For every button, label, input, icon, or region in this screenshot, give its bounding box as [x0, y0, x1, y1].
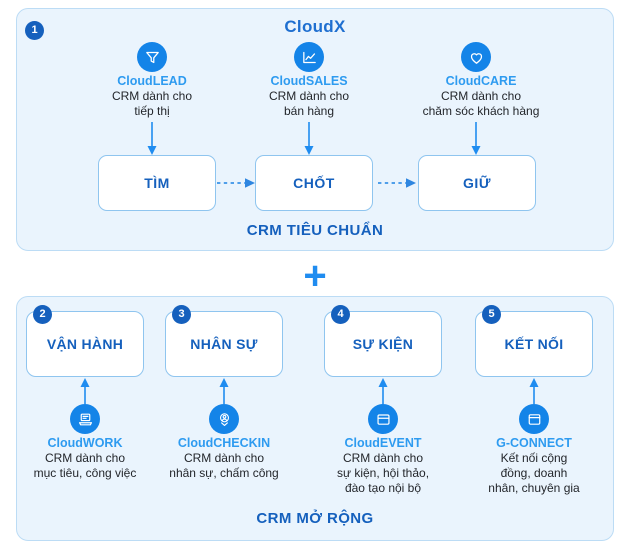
extended-section-footer: CRM MỞ RỘNG — [256, 510, 374, 527]
standard-section-footer: CRM TIÊU CHUẨN — [246, 222, 384, 239]
arrow-up-cloudwork — [80, 378, 90, 404]
module-card-ket-noi[interactable]: KẾT NỐI — [475, 311, 593, 377]
product-name: CloudSALES — [270, 74, 348, 88]
laptop-icon — [70, 404, 100, 434]
module-badge-4: 4 — [331, 305, 350, 324]
product-desc-line: bán hàng — [283, 104, 335, 118]
product-cloudlead: CloudLEAD CRM dành cho tiếp thị — [72, 74, 232, 119]
plus-connector: + — [303, 254, 327, 298]
location-person-icon — [209, 404, 239, 434]
arrow-down-cloudsales — [304, 122, 314, 155]
product-cloudwork: CloudWORK CRM dành cho mục tiêu, công vi… — [5, 436, 165, 481]
product-cloudevent: CloudEVENT CRM dành cho sự kiện, hội thả… — [303, 436, 463, 496]
product-desc-line: đồng, doanh — [500, 466, 568, 480]
product-desc-line: chăm sóc khách hàng — [422, 104, 540, 118]
window-icon — [519, 404, 549, 434]
product-cloudsales: CloudSALES CRM dành cho bán hàng — [229, 74, 389, 119]
product-desc-line: đào tạo nội bộ — [344, 481, 422, 495]
module-badge-3: 3 — [172, 305, 191, 324]
product-name: CloudLEAD — [117, 74, 187, 88]
product-desc-line: CRM dành cho — [440, 89, 522, 103]
arrow-down-cloudcare — [471, 122, 481, 155]
product-name: CloudEVENT — [344, 436, 422, 450]
arrow-up-cloudcheckin — [219, 378, 229, 404]
product-desc-line: CRM dành cho — [44, 451, 126, 465]
stage-box-chot[interactable]: CHỐT — [255, 155, 373, 211]
product-desc-line: CRM dành cho — [342, 451, 424, 465]
chart-icon — [294, 42, 324, 72]
product-gconnect: G-CONNECT Kết nối cộng đồng, doanh nhân,… — [454, 436, 614, 496]
product-cloudcare: CloudCARE CRM dành cho chăm sóc khách hà… — [386, 74, 576, 119]
product-name: CloudWORK — [47, 436, 123, 450]
product-name: G-CONNECT — [496, 436, 572, 450]
arrow-up-gconnect — [529, 378, 539, 404]
product-desc-line: CRM dành cho — [111, 89, 193, 103]
product-desc-line: nhân sự, chấm công — [169, 466, 279, 480]
arrow-dashed-chot-to-giu — [378, 178, 416, 188]
module-badge-5: 5 — [482, 305, 501, 324]
product-desc-line: CRM dành cho — [268, 89, 350, 103]
calendar-icon — [368, 404, 398, 434]
stage-box-giu[interactable]: GIỮ — [418, 155, 536, 211]
section-badge-1: 1 — [25, 21, 44, 40]
product-desc-line: nhân, chuyên gia — [488, 481, 580, 495]
product-name: CloudCHECKIN — [177, 436, 271, 450]
product-name: CloudCARE — [445, 74, 517, 88]
product-desc-line: sự kiện, hội thảo, — [336, 466, 430, 480]
arrow-up-cloudevent — [378, 378, 388, 404]
product-desc-line: mục tiêu, công việc — [33, 466, 137, 480]
module-badge-2: 2 — [33, 305, 52, 324]
page-title: CloudX — [284, 17, 346, 36]
product-desc-line: tiếp thị — [134, 104, 170, 118]
heart-icon — [461, 42, 491, 72]
product-desc-line: CRM dành cho — [183, 451, 265, 465]
product-cloudcheckin: CloudCHECKIN CRM dành cho nhân sự, chấm … — [144, 436, 304, 481]
product-desc-line: Kết nối cộng — [500, 451, 568, 465]
stage-box-tim[interactable]: TÌM — [98, 155, 216, 211]
arrow-down-cloudlead — [147, 122, 157, 155]
funnel-icon — [137, 42, 167, 72]
arrow-dashed-tim-to-chot — [217, 178, 255, 188]
